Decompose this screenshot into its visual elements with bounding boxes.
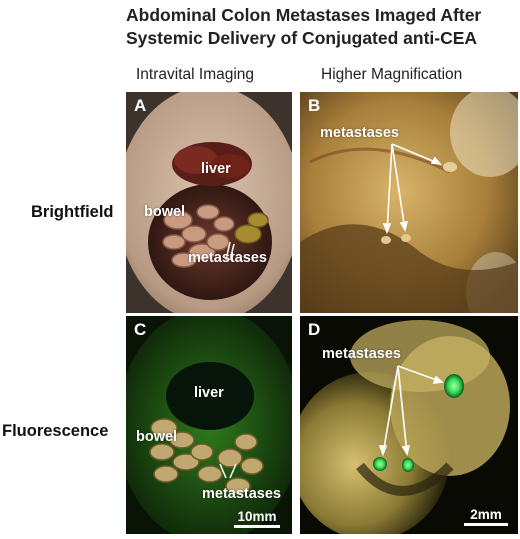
panel-d-metastases-label: metastases [322,346,401,362]
panel-a-graphic [126,92,292,313]
panel-a-bowel-label: bowel [144,204,186,220]
panel-c-graphic [126,316,292,534]
panel-a-image: A liver bowel metastases [126,92,292,313]
row-header-brightfield: Brightfield [31,203,114,221]
figure-title: Abdominal Colon Metastases Imaged After … [126,4,520,50]
column-header-magnification: Higher Magnification [321,66,463,83]
panel-c-liver-label: liver [194,385,224,401]
panel-a-arrows [225,241,235,261]
panel-d-arrows [378,365,444,457]
panel-d-scale-bar: 2mm [464,507,508,526]
panel-c-metastases-label: metastases [202,486,281,502]
panel-b-arrows [382,143,442,235]
panel-d-graphic [300,316,518,534]
panel-b-image: B metastases [300,92,518,313]
panel-b-metastases-label: metastases [320,125,399,141]
panel-b-letter: B [308,96,321,115]
panel-d-letter: D [308,320,321,339]
panel-a-liver-label: liver [201,161,231,177]
panel-a-letter: A [134,96,147,115]
column-header-intravital: Intravital Imaging [136,66,255,83]
panel-c-scale-bar: 10mm [234,509,280,528]
panel-c-image: C liver bowel metastases 10mm [126,316,292,534]
panel-c-arrows [219,463,237,479]
panel-b-graphic [300,92,518,313]
panel-a-metastases-label: metastases [188,250,267,266]
row-header-fluorescence: Fluorescence [2,422,109,440]
panel-c-letter: C [134,320,147,339]
panel-c-bowel-label: bowel [136,429,178,445]
panel-d-image: D metastases 2mm [300,316,518,534]
title-line-2: Systemic Delivery of Conjugated anti-CEA [126,28,478,48]
title-line-1: Abdominal Colon Metastases Imaged After [126,5,482,25]
